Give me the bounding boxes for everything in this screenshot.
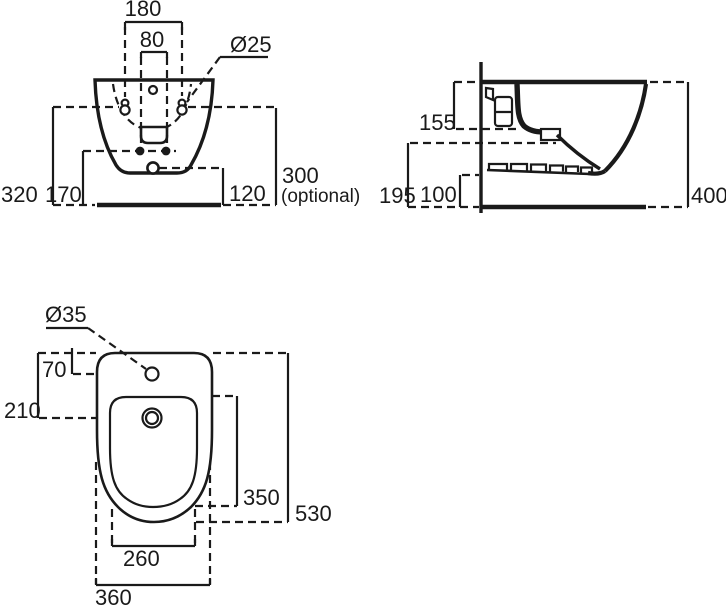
fixing-hole-right bbox=[176, 98, 188, 116]
dim-530-label: 530 bbox=[295, 501, 332, 526]
dim-100-label: 100 bbox=[420, 182, 457, 207]
dim-400-label: 400 bbox=[691, 183, 726, 208]
dim-25-label: Ø25 bbox=[230, 32, 272, 57]
dim-70-label: 70 bbox=[42, 357, 66, 382]
dim-180-label: 180 bbox=[125, 0, 162, 21]
plan-view: Ø35 70 210 350 530 260 360 bbox=[4, 302, 332, 608]
dim-155-label: 155 bbox=[419, 110, 456, 135]
dim-80-label: 80 bbox=[140, 27, 164, 52]
side-front-tip bbox=[587, 169, 607, 176]
fixing-hole-left bbox=[119, 98, 131, 116]
side-bowl-back-curve bbox=[514, 83, 556, 135]
dim-180-extension-lines bbox=[123, 27, 184, 97]
dim-320-label: 320 bbox=[1, 182, 38, 207]
side-view: 155 195 100 400 bbox=[379, 62, 726, 213]
dim-35-leader bbox=[87, 327, 147, 370]
dim-360-label: 360 bbox=[95, 585, 132, 608]
dim-80-line bbox=[139, 50, 169, 58]
dim-170-label: 170 bbox=[45, 182, 82, 207]
dim-360-extension-lines bbox=[94, 462, 212, 584]
dim-120-label: 120 bbox=[229, 181, 266, 206]
side-front-curve bbox=[603, 83, 649, 173]
dim-260-label: 260 bbox=[123, 546, 160, 571]
dim-360-line bbox=[94, 578, 212, 587]
side-spud-box bbox=[539, 127, 562, 142]
front-view: 180 80 Ø25 320 170 120 300 (optional) bbox=[1, 0, 360, 208]
dim-180-line bbox=[123, 20, 184, 30]
dim-80-extension-lines bbox=[139, 57, 169, 146]
dim-195-label: 195 bbox=[379, 183, 416, 208]
dim-35-label: Ø35 bbox=[45, 302, 87, 327]
plan-bowl-outline bbox=[108, 395, 199, 509]
tap-hole bbox=[144, 366, 160, 382]
mounting-ribs bbox=[487, 162, 594, 173]
dim-210-label: 210 bbox=[4, 398, 41, 423]
drain-outlet bbox=[141, 407, 163, 429]
dim-300-note-label: (optional) bbox=[281, 186, 360, 207]
side-inner-front-curve bbox=[555, 133, 601, 171]
bolt-dot-right bbox=[161, 146, 171, 156]
front-outline bbox=[93, 78, 215, 175]
dim-350-label: 350 bbox=[243, 485, 280, 510]
side-rim-detail bbox=[484, 86, 495, 102]
spud-box bbox=[139, 125, 169, 145]
dim-25-leader bbox=[186, 56, 221, 103]
bolt-dot-left bbox=[135, 146, 145, 156]
dim-300-label: 300 bbox=[282, 163, 319, 188]
overflow-hole bbox=[147, 84, 159, 96]
drain-hole bbox=[146, 161, 160, 175]
dim-260-line bbox=[110, 539, 197, 548]
